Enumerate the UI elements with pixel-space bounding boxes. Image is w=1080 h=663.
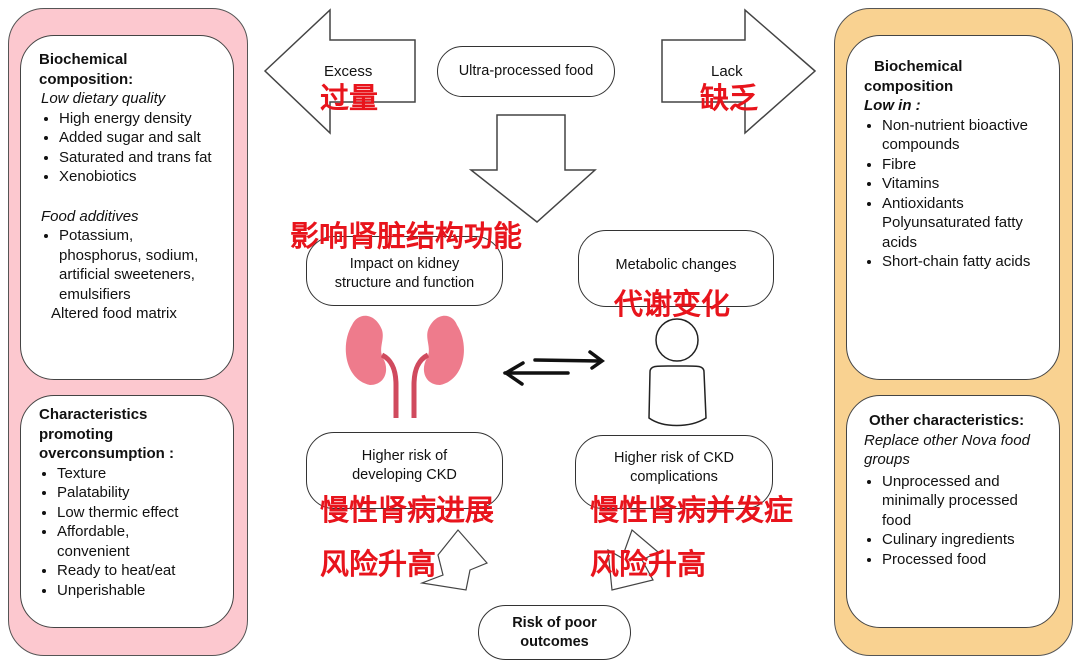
box-label: Metabolic changes xyxy=(615,257,737,273)
list-item: High energy density xyxy=(59,109,223,129)
small-arrow-left xyxy=(419,529,489,591)
risk-poor-outcomes-box: Risk of poor outcomes xyxy=(478,605,631,660)
left-biochemical-box: Biochemical composition: Low dietary qua… xyxy=(20,35,234,380)
box-label: Higher risk of developing CKD xyxy=(352,447,457,483)
list-item: Antioxidants Polyunsaturated fatty acids xyxy=(882,194,1052,253)
person-icon xyxy=(648,318,707,427)
list-item: Low thermic effect xyxy=(57,503,223,523)
box-title: Biochemical composition: xyxy=(39,51,134,88)
list-item: Added sugar and salt xyxy=(59,128,223,148)
risk-developing-ckd-box: Higher risk of developing CKD xyxy=(306,432,503,509)
lack-label: Lack xyxy=(711,63,743,80)
down-arrow xyxy=(468,114,597,223)
risk-up-cn-annotation-left: 风险升高 xyxy=(320,547,437,581)
kidney-icon xyxy=(345,315,464,418)
risk-complications-box: Higher risk of CKD complications xyxy=(575,435,773,509)
risk-ckd-cn-annotation: 慢性肾病进展 xyxy=(320,493,495,527)
lack-arrow xyxy=(661,8,817,135)
left-overconsumption-box: Characteristics promoting overconsumptio… xyxy=(20,395,234,628)
list-item: Culinary ingredients xyxy=(882,530,1051,550)
double-arrow-icon xyxy=(502,350,605,386)
box-subtitle: Low dietary quality xyxy=(41,90,166,107)
list-item: Palatability xyxy=(57,483,223,503)
excess-label: Excess xyxy=(324,63,373,80)
box-title: Biochemical composition xyxy=(864,58,963,95)
list-item: Short-chain fatty acids xyxy=(882,252,1051,272)
box-label: Higher risk of CKD complications xyxy=(613,450,735,485)
impact-kidney-box: Impact on kidney structure and function xyxy=(306,236,503,306)
list-item: Saturated and trans fat xyxy=(59,148,223,168)
list-item: Fibre xyxy=(882,155,1051,175)
risk-up-cn-annotation-right: 风险升高 xyxy=(590,547,707,581)
right-other-box: Other characteristics: Replace other Nov… xyxy=(846,395,1060,628)
small-arrow-right xyxy=(607,528,660,591)
list-item: Ready to heat/eat xyxy=(57,561,223,581)
lack-cn-annotation: 缺乏 xyxy=(700,81,759,115)
impact-cn-annotation: 影响肾脏结构功能 xyxy=(290,219,523,253)
list-item: Vitamins xyxy=(882,174,1051,194)
list-item: Xenobiotics xyxy=(59,167,223,187)
list-item: Texture xyxy=(57,464,223,484)
list-item: Non-nutrient bioactive compounds xyxy=(882,116,1052,155)
metabolic-changes-box: Metabolic changes xyxy=(578,230,774,307)
list-item: Potassium, phosphorus, sodium, artificia… xyxy=(59,226,219,304)
box-subtitle: Replace other Nova food groups xyxy=(864,431,1030,469)
box-subtitle: Low in : xyxy=(864,97,921,114)
right-biochemical-box: Biochemical composition Low in : Non-nut… xyxy=(846,35,1060,380)
metabolic-cn-annotation: 代谢变化 xyxy=(614,287,731,321)
ultra-processed-food-box: Ultra-processed food xyxy=(437,46,615,97)
box-label: Ultra-processed food xyxy=(458,63,594,79)
list-item: Altered food matrix xyxy=(51,305,177,322)
list-item: Unperishable xyxy=(57,581,223,601)
box-title: Other characteristics: xyxy=(869,412,1025,429)
box-label: Risk of poor outcomes xyxy=(512,614,597,650)
excess-arrow xyxy=(263,8,416,135)
list-item: Processed food xyxy=(882,550,1051,570)
risk-comp-cn-annotation: 慢性肾病并发症 xyxy=(590,493,794,527)
box-title: Characteristics promoting overconsumptio… xyxy=(39,406,175,462)
excess-cn-annotation: 过量 xyxy=(320,81,379,115)
list-item: Unprocessed and minimally processed food xyxy=(882,472,1047,531)
box-label: Impact on kidney structure and function xyxy=(334,256,475,291)
list-item: Affordable, convenient xyxy=(57,522,167,561)
box-subtitle: Food additives xyxy=(41,207,139,225)
